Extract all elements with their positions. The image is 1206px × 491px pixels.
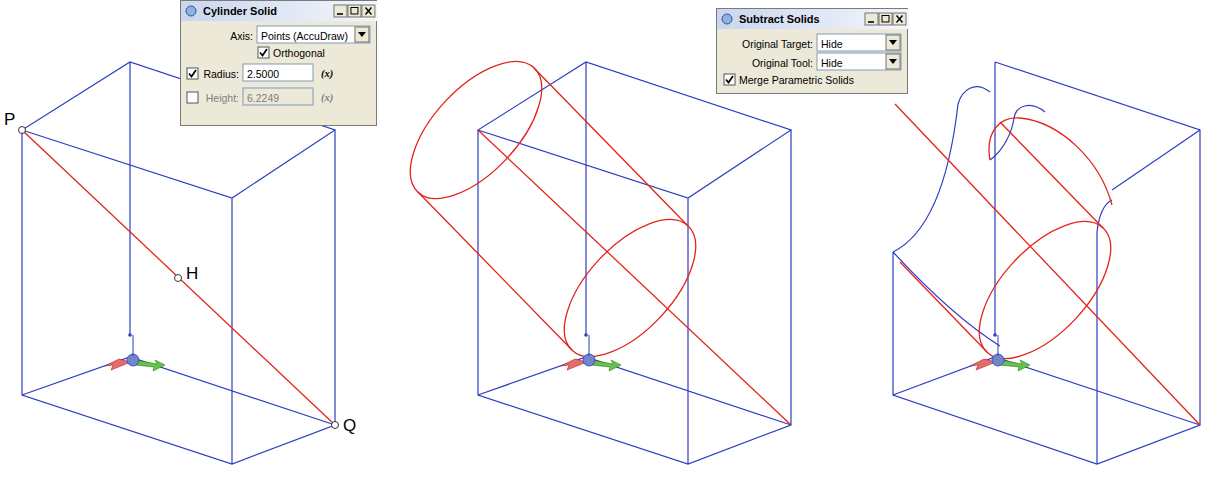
window-title: Subtract Solids	[739, 12, 820, 26]
expression-button: (x)	[321, 91, 333, 105]
field-value: 6.2249	[247, 91, 279, 105]
field-label: Original Target:	[742, 37, 813, 51]
point-label: H	[186, 265, 198, 283]
field-label: Orthogonal	[273, 46, 325, 60]
pick-point	[19, 127, 339, 429]
field-label: Radius:	[203, 67, 239, 81]
dialog-window: Cylinder SolidAxis: Points (AccuDraw) Orth…	[180, 0, 377, 126]
accudraw-triad	[105, 335, 1030, 371]
point-label: P	[4, 111, 15, 129]
field-label: Height:	[206, 91, 239, 105]
window-title: Cylinder Solid	[203, 4, 277, 18]
dialog-chrome	[181, 1, 378, 127]
dropdown-value: Hide	[821, 37, 843, 51]
field-label: Original Tool:	[752, 56, 813, 70]
point-label: Q	[343, 417, 356, 435]
dialog-window: Subtract SolidsOriginal Target:HideOrigi…	[716, 8, 908, 94]
field-value: 2.5000	[247, 67, 279, 81]
field-label: Axis:	[230, 29, 253, 43]
field-label: Merge Parametric Solids	[739, 73, 854, 87]
expression-button: (x)	[321, 67, 333, 81]
axis-end-dot	[128, 333, 997, 337]
dropdown-value: Hide	[821, 56, 843, 70]
dropdown-value: Points (AccuDraw)	[261, 29, 348, 43]
